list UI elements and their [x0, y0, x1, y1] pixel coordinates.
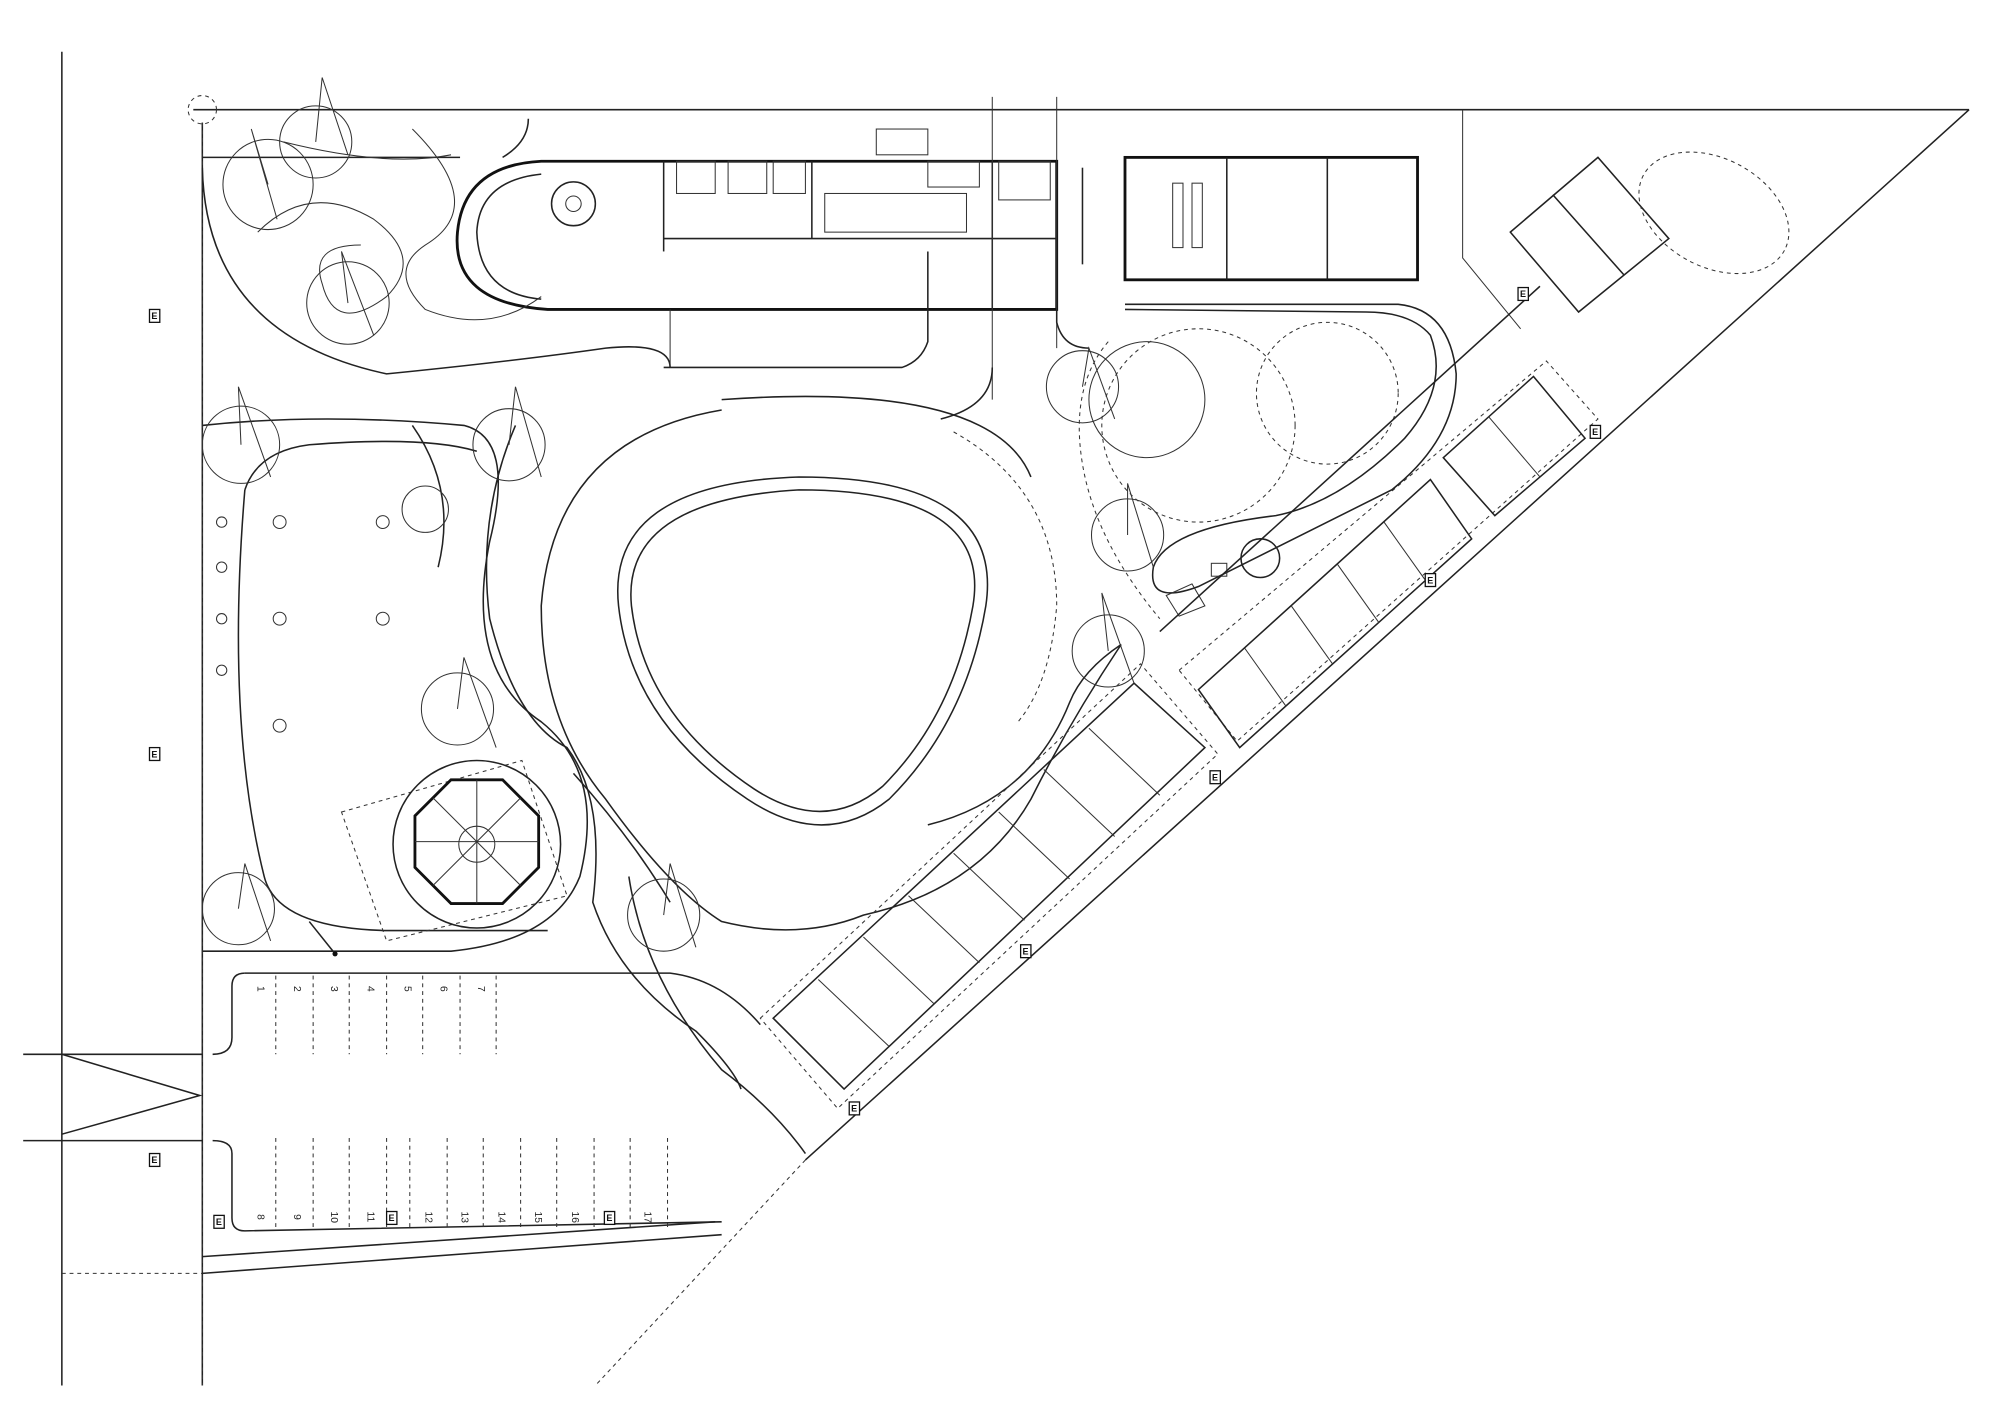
svg-text:E: E	[1520, 289, 1526, 299]
electrical-outlet-icon: E	[148, 308, 161, 323]
play-area	[202, 418, 589, 957]
parking-numbers-bottom: 8 9 10 11 12 13 14 15 16 17	[255, 1212, 653, 1224]
svg-text:E: E	[151, 311, 157, 321]
parking-number: 14	[496, 1212, 507, 1224]
electrical-outlet-icon: E	[848, 1101, 861, 1116]
electrical-outlet-icon: E	[148, 746, 161, 762]
site-boundary	[61, 51, 1970, 1386]
site-entrance	[23, 1053, 203, 1142]
svg-text:E: E	[606, 1213, 612, 1223]
parking-number: 1	[255, 986, 266, 992]
play-posts	[215, 515, 390, 733]
parking-number: 7	[475, 986, 486, 992]
electrical-outlet-icon: E	[603, 1210, 616, 1226]
walking-path	[1078, 303, 1457, 620]
pergola-rows	[759, 285, 1599, 1110]
parking-number: 16	[569, 1212, 580, 1224]
parking-number: 4	[364, 986, 375, 992]
central-pool	[485, 395, 1122, 1154]
svg-text:E: E	[151, 1155, 157, 1165]
electrical-outlet-icon: E	[1209, 770, 1222, 785]
svg-text:E: E	[1592, 427, 1598, 437]
parking-lot: 1 2 3 4 5 6 7 8 9 10 11 12 13 14 15 16 1…	[212, 972, 761, 1232]
sports-courts	[1123, 109, 1790, 330]
parking-number: 13	[458, 1212, 469, 1224]
parking-numbers-top: 1 2 3 4 5 6 7	[255, 986, 486, 992]
svg-text:E: E	[151, 749, 157, 759]
svg-text:E: E	[389, 1213, 395, 1223]
electrical-outlet-icon: E	[148, 1152, 161, 1168]
main-building	[455, 96, 1089, 420]
svg-text:E: E	[1023, 946, 1029, 956]
parking-number: 5	[402, 986, 413, 992]
svg-text:E: E	[216, 1217, 222, 1227]
gazebo	[340, 759, 568, 942]
parking-number: 3	[328, 986, 339, 992]
electrical-outlet-icon: E	[213, 1214, 225, 1229]
parking-number: 12	[422, 1212, 433, 1224]
svg-text:E: E	[1427, 575, 1433, 585]
parking-number: 11	[364, 1212, 375, 1223]
parking-number: 17	[641, 1212, 652, 1224]
parking-number: 6	[438, 986, 449, 992]
electrical-outlet-icon: E	[385, 1210, 398, 1226]
svg-text:E: E	[851, 1104, 857, 1114]
electrical-symbols: E E E E E E E E E E E E	[148, 286, 1602, 1229]
parking-number: 8	[255, 1214, 266, 1220]
svg-text:E: E	[1212, 772, 1218, 782]
electrical-outlet-icon: E	[1424, 572, 1437, 588]
electrical-outlet-icon: E	[1589, 424, 1602, 439]
parking-number: 9	[291, 1214, 302, 1220]
electrical-outlet-icon: E	[1517, 286, 1529, 302]
parking-number: 2	[291, 986, 302, 992]
electrical-outlet-icon: E	[1019, 944, 1032, 959]
garden-contours	[201, 118, 671, 375]
parking-number: 10	[328, 1212, 339, 1224]
parking-stall-lines	[275, 975, 669, 1231]
parking-number: 15	[532, 1212, 543, 1224]
trees	[201, 77, 1165, 952]
